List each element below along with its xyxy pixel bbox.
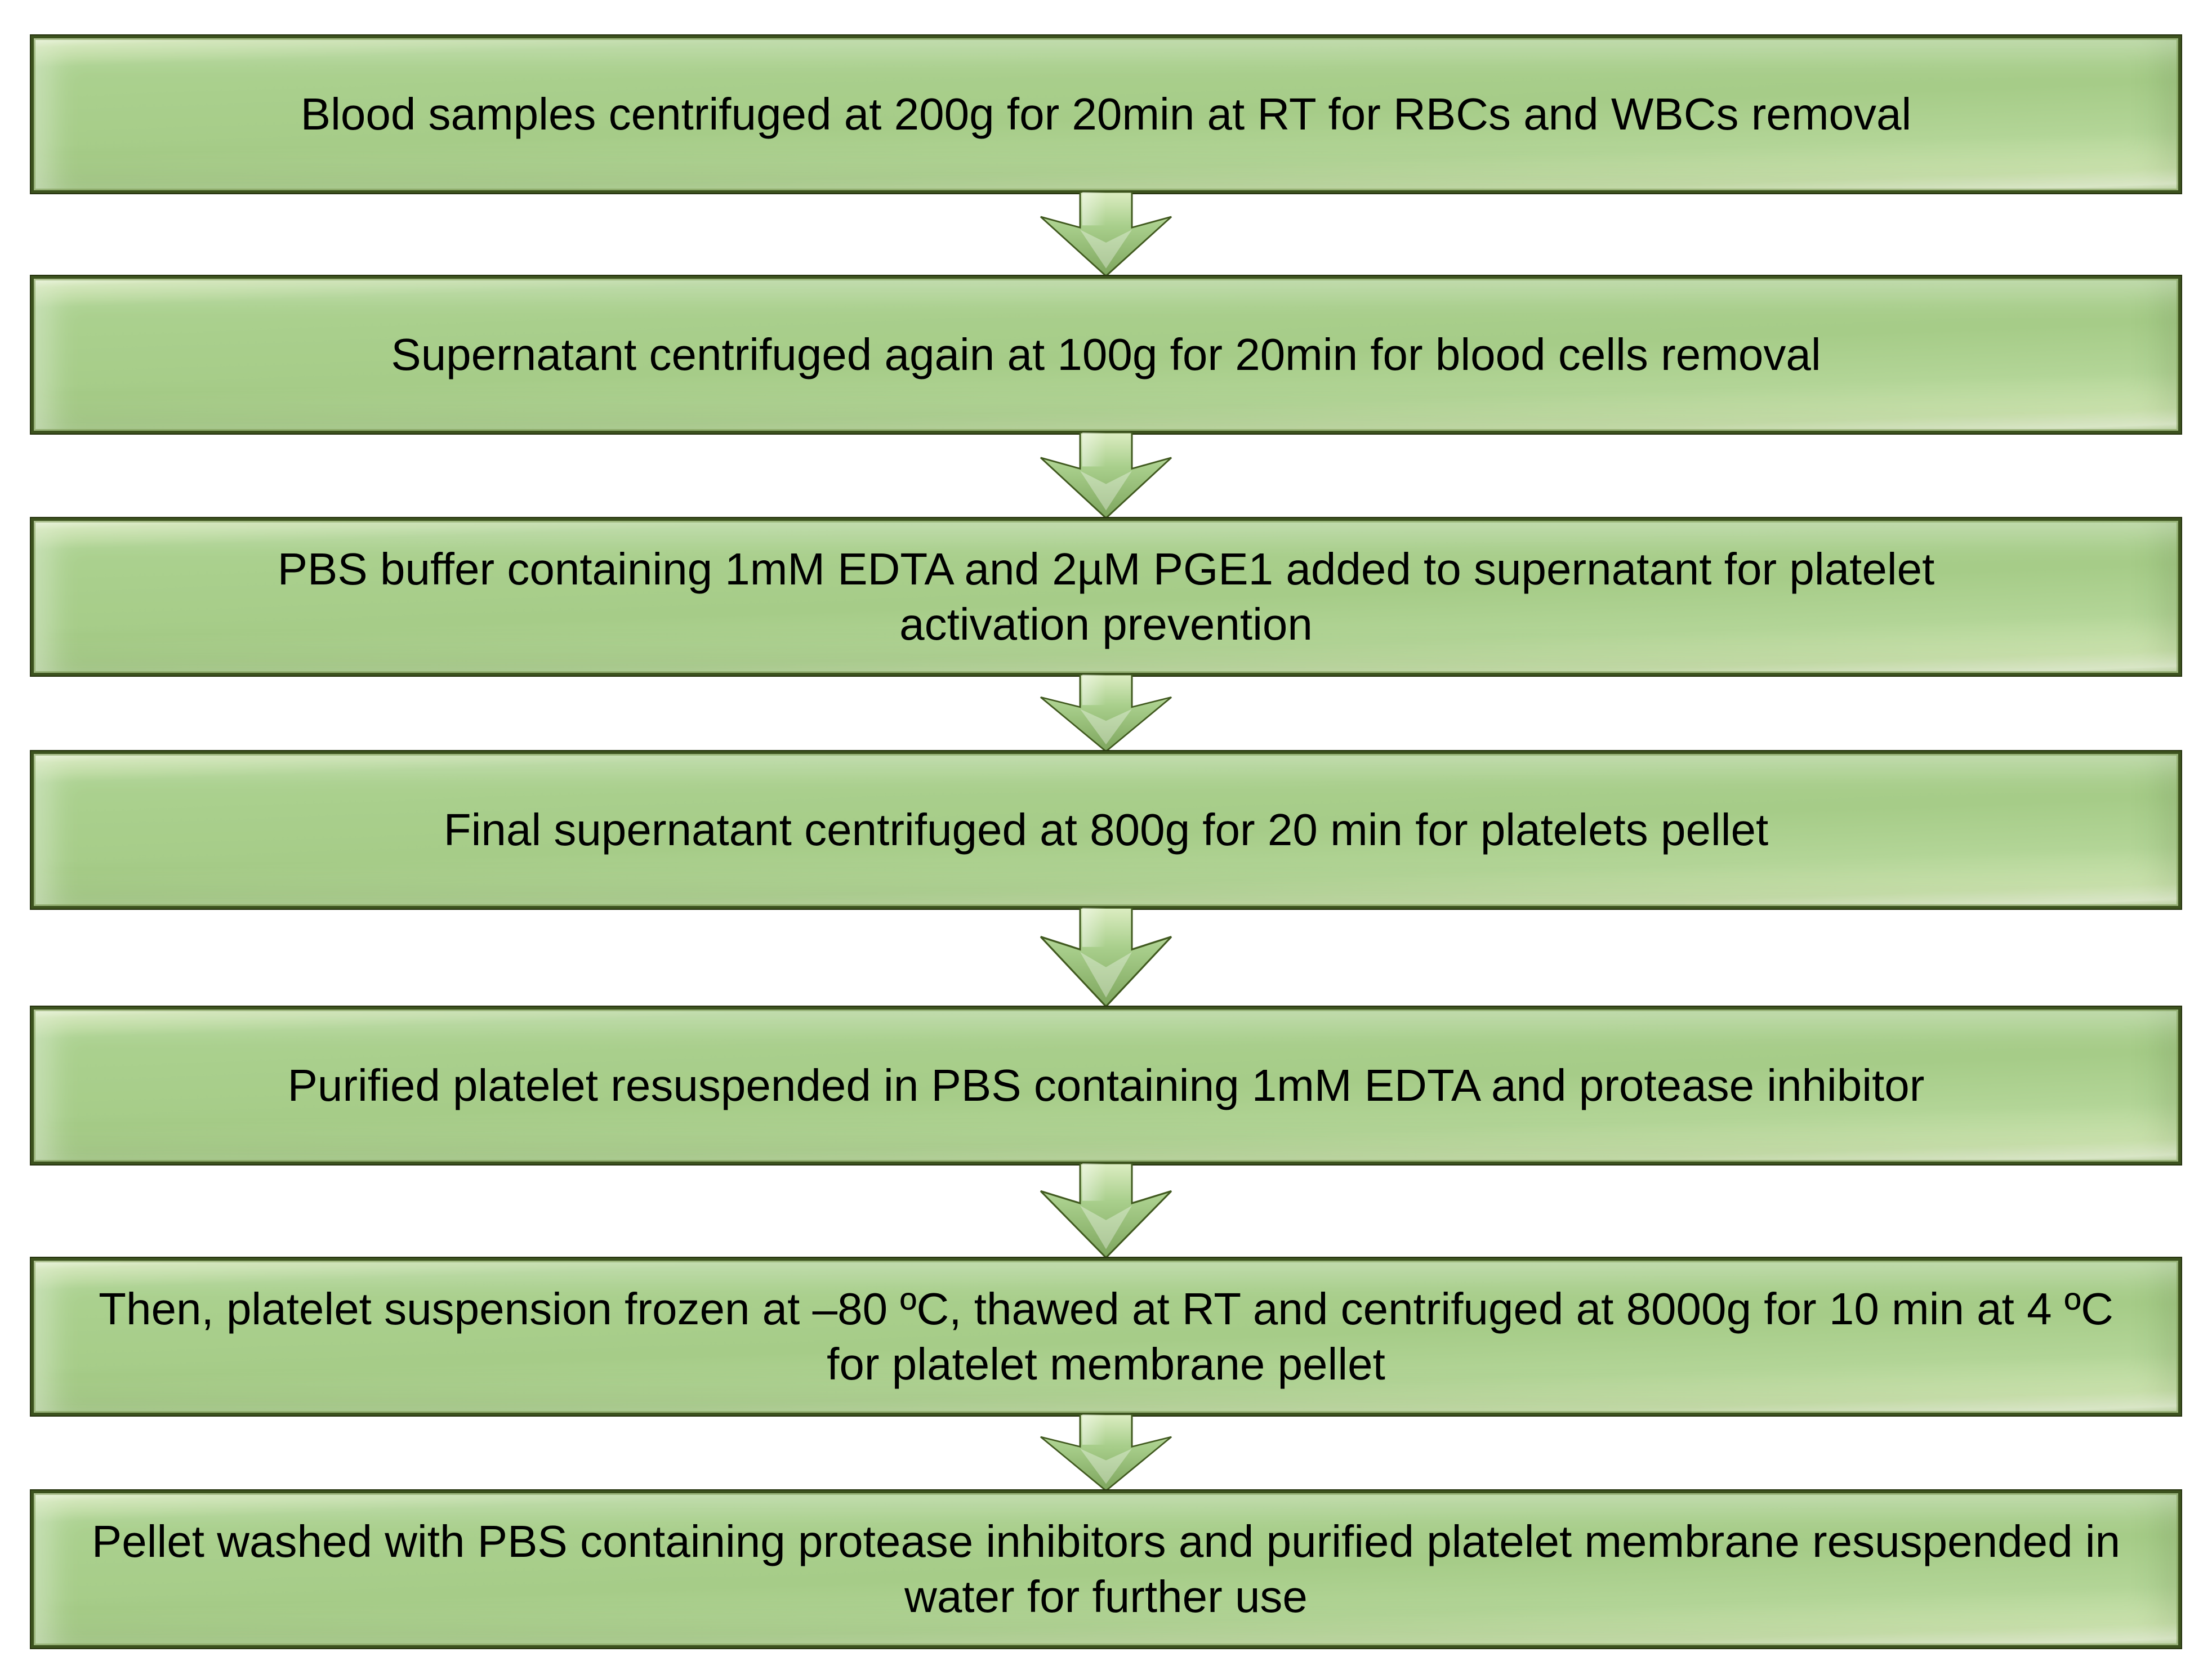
process-step-box-1: Blood samples centrifuged at 200g for 20… bbox=[31, 35, 2181, 193]
process-step-text: PBS buffer containing 1mM EDTA and 2µM P… bbox=[277, 544, 1935, 649]
down-arrow-icon bbox=[1040, 192, 1172, 278]
process-step-text: Purified platelet resuspended in PBS con… bbox=[287, 1060, 1925, 1110]
down-arrow-icon bbox=[1040, 908, 1172, 1008]
process-step-box-2: Supernatant centrifuged again at 100g fo… bbox=[31, 276, 2181, 434]
process-step-box-6: Then, platelet suspension frozen at –80 … bbox=[31, 1258, 2181, 1416]
down-arrow-icon bbox=[1040, 675, 1172, 753]
process-step-box-5: Purified platelet resuspended in PBS con… bbox=[31, 1007, 2181, 1164]
process-step-box-7: Pellet washed with PBS containing protea… bbox=[31, 1490, 2181, 1648]
process-step-box-3: PBS buffer containing 1mM EDTA and 2µM P… bbox=[31, 518, 2181, 676]
process-step-box-4: Final supernatant centrifuged at 800g fo… bbox=[31, 751, 2181, 909]
down-arrow-icon bbox=[1040, 1163, 1172, 1259]
process-step-text: Blood samples centrifuged at 200g for 20… bbox=[300, 89, 1912, 139]
process-step-text: Supernatant centrifuged again at 100g fo… bbox=[391, 329, 1821, 379]
process-step-text: Final supernatant centrifuged at 800g fo… bbox=[443, 805, 1769, 855]
process-step-text: Pellet washed with PBS containing protea… bbox=[91, 1516, 2121, 1622]
process-step-text: Then, platelet suspension frozen at –80 … bbox=[99, 1284, 2113, 1389]
down-arrow-icon bbox=[1040, 432, 1172, 520]
down-arrow-icon bbox=[1040, 1414, 1172, 1492]
